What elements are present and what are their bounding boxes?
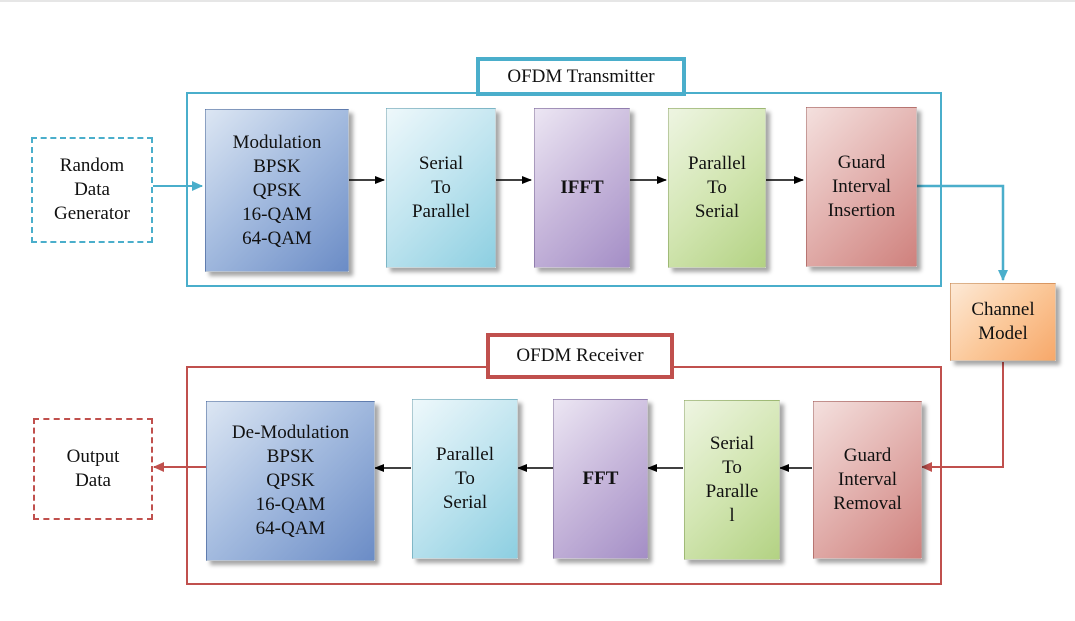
output-data: Output Data	[33, 418, 153, 520]
receiver-label: OFDM Receiver	[486, 333, 674, 379]
parallel-to-serial-rx-block: Parallel To Serial	[412, 399, 518, 559]
insertion-to-channel-arrow	[917, 184, 1008, 281]
transmitter-label: OFDM Transmitter	[476, 57, 686, 96]
serial-to-parallel-rx-block: Serial To Paralle l	[684, 400, 780, 560]
random-data-generator: Random Data Generator	[31, 137, 153, 243]
parallel-to-serial-block: Parallel To Serial	[668, 108, 766, 268]
demodulation-block: De-Modulation BPSK QPSK 16-QAM 64-QAM	[206, 401, 375, 561]
guard-interval-insertion-block: Guard Interval Insertion	[806, 107, 917, 267]
ifft-block: IFFT	[534, 108, 630, 268]
guard-interval-removal-block: Guard Interval Removal	[813, 401, 922, 559]
serial-to-parallel-block: Serial To Parallel	[386, 108, 496, 268]
channel-model-block: Channel Model	[950, 283, 1056, 361]
fft-block: FFT	[553, 399, 648, 559]
modulation-block: Modulation BPSK QPSK 16-QAM 64-QAM	[205, 109, 349, 272]
channel-to-removal-arrow	[921, 362, 1004, 472]
top-divider	[0, 0, 1075, 2]
